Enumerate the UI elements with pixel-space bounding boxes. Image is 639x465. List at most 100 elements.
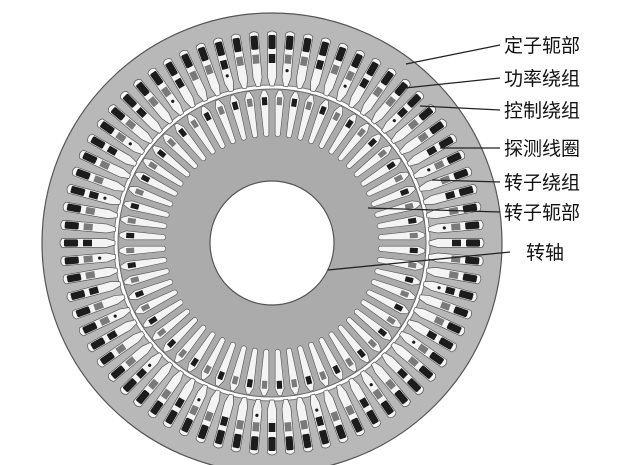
control-winding-conductor [136,367,148,379]
control-winding-conductor [300,419,309,430]
power-winding-conductor [453,306,469,318]
stator-slot [96,118,145,156]
rotor-winding-conductor [305,375,313,385]
leader-line [327,251,511,271]
control-winding-conductor [235,56,244,67]
power-winding-conductor [466,239,480,247]
rotor-slot [174,324,207,364]
rotor-winding-conductor [203,111,212,122]
power-winding-conductor [465,256,480,265]
control-winding-conductor [219,59,229,70]
power-winding-conductor [100,121,115,135]
control-winding-conductor [396,107,408,119]
search-coil-conductor [148,363,152,367]
control-winding-conductor [99,316,111,326]
rotor-winding-conductor [344,357,354,367]
leader-line [404,77,501,89]
stator-slot [96,330,145,368]
rotor-winding-conductor [407,262,417,269]
stator-slot [79,307,131,337]
rotor-winding-conductor [344,119,354,129]
stator-slot [418,294,472,320]
power-winding-conductor [82,152,98,164]
rotor-slot [120,215,168,229]
control-winding-conductor [85,206,96,215]
power-winding-conductor [66,273,82,283]
control-winding-conductor [448,271,459,280]
control-winding-conductor [115,131,127,143]
power-winding-conductor [366,61,379,77]
power-winding-conductor [418,365,434,379]
rotor-slot [215,99,236,145]
stator-slot [323,43,349,97]
rotor-winding-conductor [127,217,137,224]
power-winding-conductor [418,107,434,121]
stator-slot [230,396,248,453]
rotor-slot [360,158,402,187]
rotor-winding-conductor [367,338,378,349]
stator-slot [62,267,119,285]
rotor-slot [374,268,421,286]
stator-slot [162,377,196,428]
control-winding-conductor [115,343,127,355]
search-coil-conductor [315,408,319,412]
rotor-slot [134,171,178,197]
control-winding-conductor [204,64,214,75]
control-winding-conductor [433,316,445,326]
stator-slot [119,352,163,396]
stator-slot [66,281,122,303]
control-winding-conductor [417,131,429,143]
power-winding-conductor [75,306,91,318]
rotor-slot [308,341,329,387]
rotor-winding-conductor [409,232,418,239]
stator-slot [359,67,397,116]
power-winding-conductor [215,41,225,57]
rotor-winding-conductor [407,217,417,224]
search-coil-conductor [225,74,229,78]
rotor-slot [366,171,410,197]
search-coil-conductor [427,168,431,172]
rotor-winding-conductor [203,364,212,375]
control-winding-conductor [252,54,260,64]
control-winding-conductor [315,416,325,427]
control-winding-conductor [268,423,276,432]
stator-slot [107,341,154,382]
stator-slot [133,78,174,125]
callout-shaft: 转轴 [327,242,564,271]
rotor-slot [376,215,424,229]
stator-slot [72,166,126,192]
rotor-slot [215,341,236,387]
power-winding-conductor [335,46,347,62]
rotor-winding-conductor [166,338,177,349]
power-winding-conductor [197,46,209,62]
power-winding-conductor [407,93,422,108]
power-winding-conductor [268,35,276,49]
callout-search-coil: 探测线圈 [440,138,580,160]
rotor-winding-conductor [190,357,200,367]
control-winding-conductor [106,145,118,156]
rotor-slot [118,230,166,241]
rotor-slot [128,186,174,207]
rotor-slot [123,268,170,286]
stator-slot [413,307,465,337]
power-winding-conductor [90,136,106,149]
rotor-winding-conductor [190,119,200,129]
control-winding-conductor [85,271,96,280]
stator-slot [79,149,131,179]
control-winding-conductor [359,77,370,89]
power-winding-conductor [232,433,242,449]
rotor-slot [162,317,198,353]
rotor-slot [370,279,416,300]
power-winding-conductor [232,37,242,53]
control-winding-conductor [426,145,438,156]
rotor-slot [128,279,174,300]
power-winding-conductor [136,389,150,405]
rotor-winding-conductor [409,247,418,254]
control-winding-conductor [93,175,104,185]
control-winding-conductor [330,411,340,422]
rotor-slot [200,337,226,381]
rotor-winding-conductor [217,105,225,116]
stator-slot [406,319,457,353]
search-coil-conductor [113,314,117,318]
control-winding-conductor [83,239,92,247]
